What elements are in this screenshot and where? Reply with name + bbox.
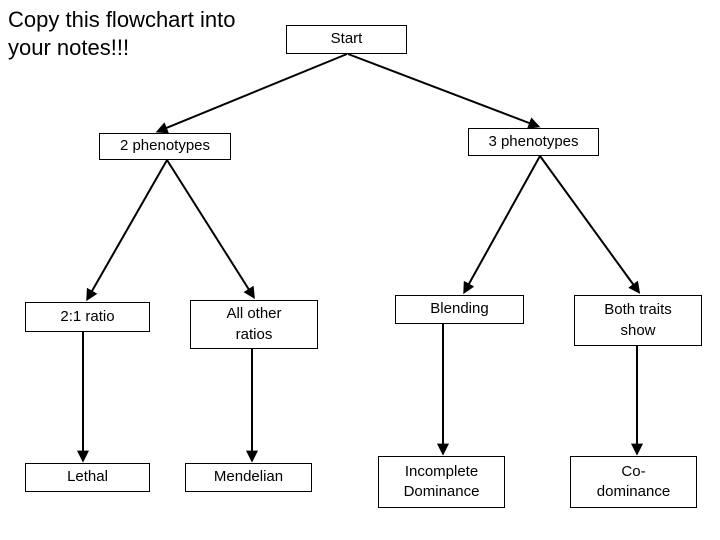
node-3-phenotypes: 3 phenotypes <box>468 128 599 156</box>
edge-3-phenotypes-to-blending <box>463 155 541 295</box>
node-2-1-ratio: 2:1 ratio <box>25 302 150 332</box>
node-all-other-ratios: All other ratios <box>190 300 318 349</box>
edge-3-phenotypes-to-both-traits-show <box>539 155 641 294</box>
node-both-traits-show: Both traits show <box>574 295 702 346</box>
edge-start-to-3-phenotypes <box>347 53 541 129</box>
node-start: Start <box>286 25 407 54</box>
node-incomplete-dominance: Incomplete Dominance <box>378 456 505 508</box>
node-lethal: Lethal <box>25 463 150 492</box>
node-co-dominance: Co- dominance <box>570 456 697 508</box>
edge-2-phenotypes-to-all-other-ratios <box>166 159 255 300</box>
slide-title: Copy this flowchart into your notes!!! <box>8 7 236 60</box>
node-mendelian: Mendelian <box>185 463 312 492</box>
node-blending: Blending <box>395 295 524 324</box>
edge-start-to-2-phenotypes <box>155 53 348 134</box>
edge-2-phenotypes-to-2-1-ratio <box>86 159 168 302</box>
node-2-phenotypes: 2 phenotypes <box>99 133 231 160</box>
